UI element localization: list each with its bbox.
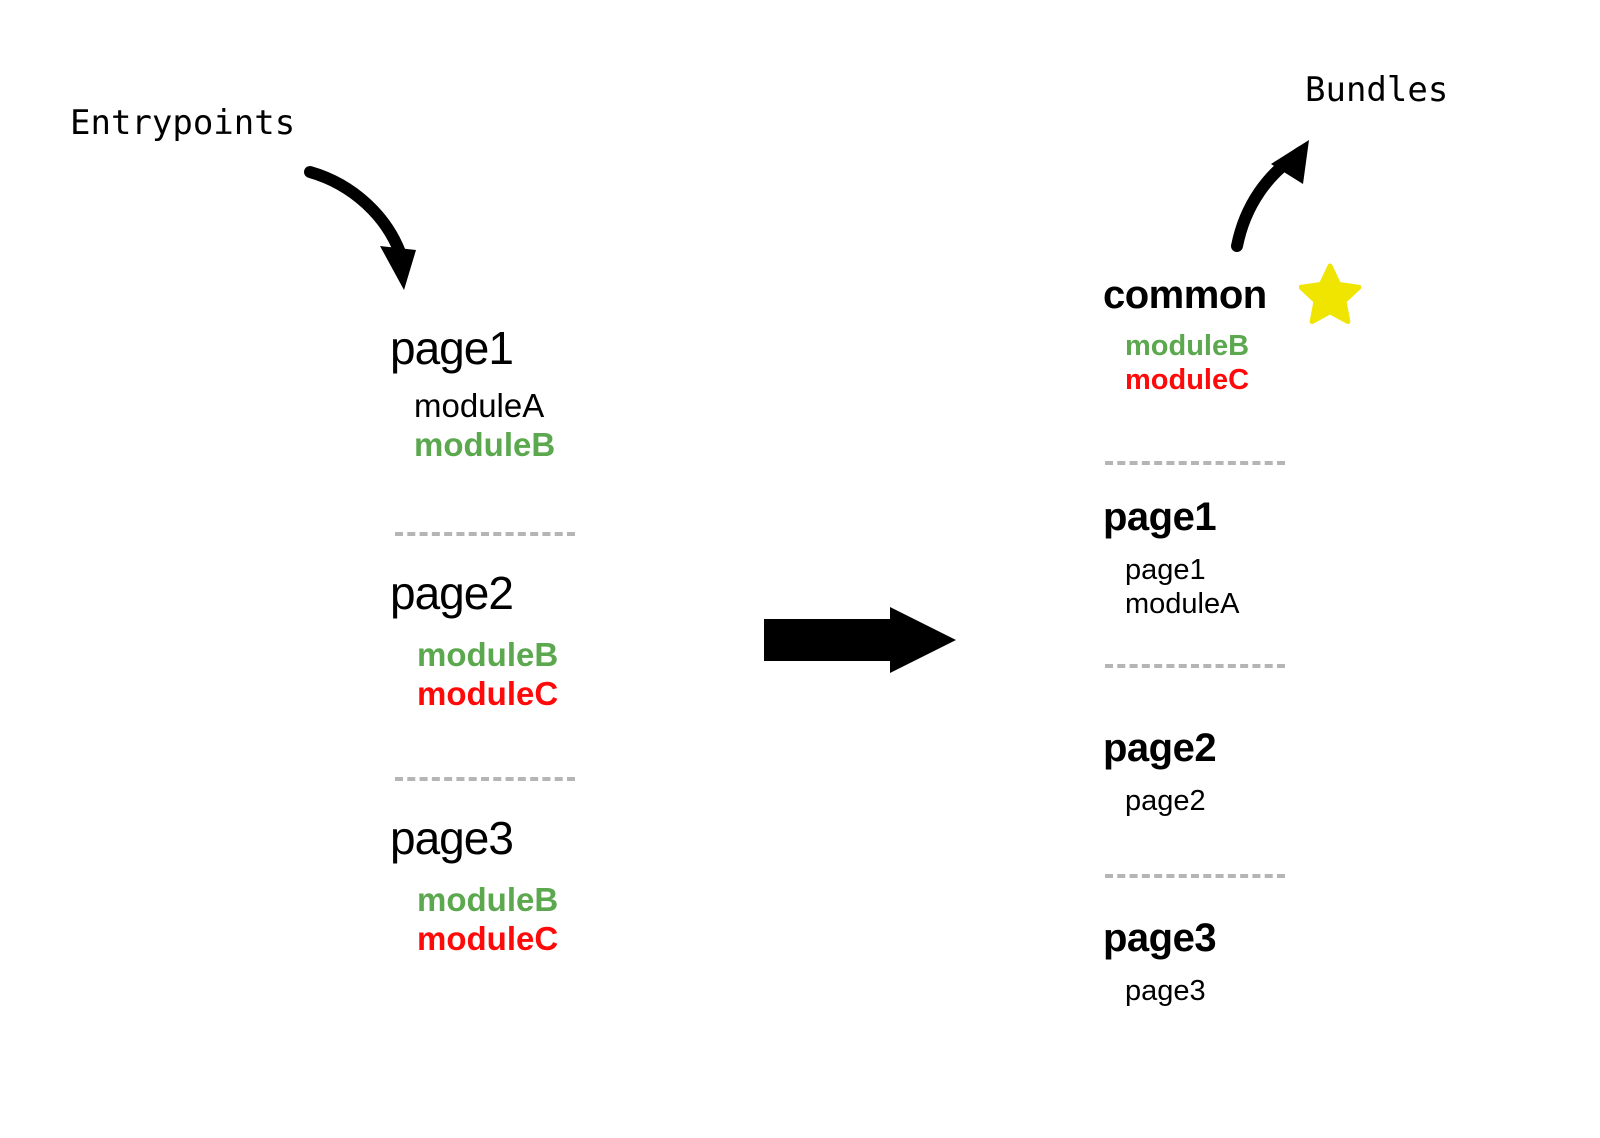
list-item: moduleC: [417, 919, 559, 957]
bundles-label: Bundles: [1305, 70, 1449, 110]
group-divider: [395, 777, 575, 781]
group-divider: [1105, 461, 1285, 465]
list-item: moduleA: [414, 387, 545, 424]
group-title: page3: [1103, 916, 1217, 960]
list-item: moduleB: [1125, 330, 1250, 362]
group-divider: [395, 532, 575, 536]
group-divider: [1105, 874, 1285, 878]
entrypoint-group-page1: page1 moduleA moduleB: [390, 325, 810, 465]
entrypoint-group-page3: page3 moduleB moduleC: [390, 815, 810, 959]
list-item: moduleB: [417, 636, 559, 673]
group-title: page2: [1103, 726, 1217, 770]
list-item: moduleA: [1125, 588, 1240, 621]
module-list: page3: [1125, 974, 1523, 1008]
list-item: moduleB: [417, 881, 559, 918]
list-item: moduleC: [417, 674, 559, 712]
list-item: page2: [1125, 785, 1206, 817]
curved-arrow-up-right-icon: [1231, 140, 1309, 252]
bundle-group-common: common moduleB moduleC: [1103, 263, 1523, 397]
list-item: moduleC: [1125, 364, 1250, 397]
module-list: moduleB moduleC: [417, 636, 810, 714]
bundle-group-page3: page3 page3: [1103, 918, 1523, 1008]
group-title: page3: [390, 812, 514, 864]
module-list: page2: [1125, 784, 1523, 818]
group-title: page1: [390, 322, 514, 374]
group-title: page1: [1103, 495, 1217, 539]
module-list: page1 moduleA: [1125, 553, 1523, 621]
group-title: common: [1103, 273, 1267, 317]
entrypoints-label: Entrypoints: [70, 103, 296, 143]
entrypoint-group-page2: page2 moduleB moduleC: [390, 570, 810, 714]
list-item: page3: [1125, 975, 1206, 1007]
curved-arrow-down-right-icon: [304, 166, 416, 290]
group-divider: [1105, 664, 1285, 668]
bundle-group-page2: page2 page2: [1103, 728, 1523, 818]
group-title: page2: [390, 567, 514, 619]
list-item: moduleB: [414, 425, 556, 463]
module-list: moduleB moduleC: [1125, 329, 1523, 397]
module-list: moduleB moduleC: [417, 881, 810, 959]
list-item: page1: [1125, 554, 1206, 586]
bundle-group-page1: page1 page1 moduleA: [1103, 497, 1523, 621]
module-list: moduleA moduleB: [414, 387, 810, 465]
